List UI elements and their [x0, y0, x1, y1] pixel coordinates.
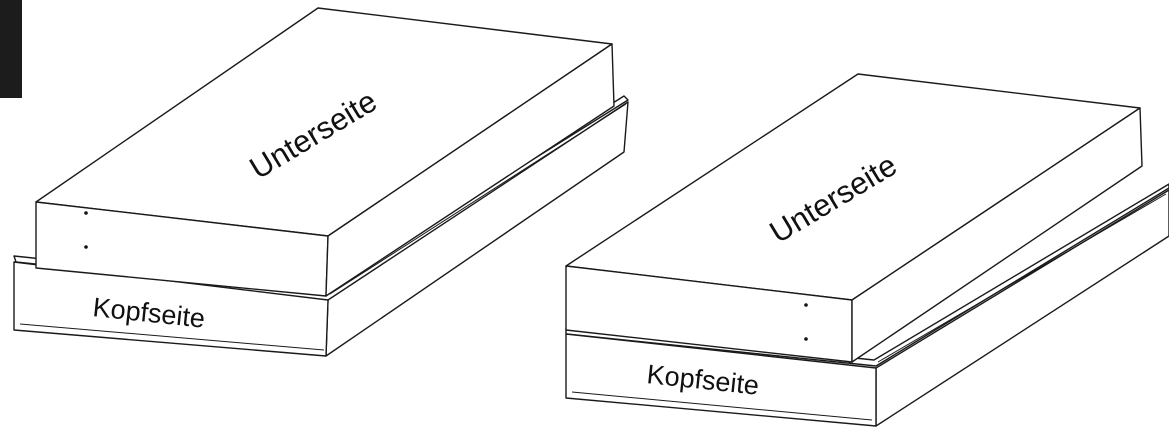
cover-right-side — [325, 43, 615, 297]
base-front — [13, 261, 329, 357]
base-tray — [13, 95, 629, 357]
cover-box — [565, 73, 1143, 363]
screw-dot — [84, 211, 88, 215]
figure-right: Unterseite Kopfseite — [565, 73, 1169, 427]
cover-box — [35, 7, 615, 297]
base-rim-line — [877, 193, 1167, 363]
screw-dot — [804, 337, 808, 341]
screw-dot — [804, 303, 808, 307]
base-inner-line — [19, 323, 325, 351]
edge-tab — [0, 0, 22, 98]
figure-left: Unterseite Kopfseite — [13, 7, 629, 357]
base-front — [565, 333, 877, 427]
base-inner-line — [571, 391, 873, 421]
screw-dot — [84, 245, 88, 249]
base-rim-line — [329, 103, 627, 295]
cover-right-side — [851, 107, 1143, 363]
